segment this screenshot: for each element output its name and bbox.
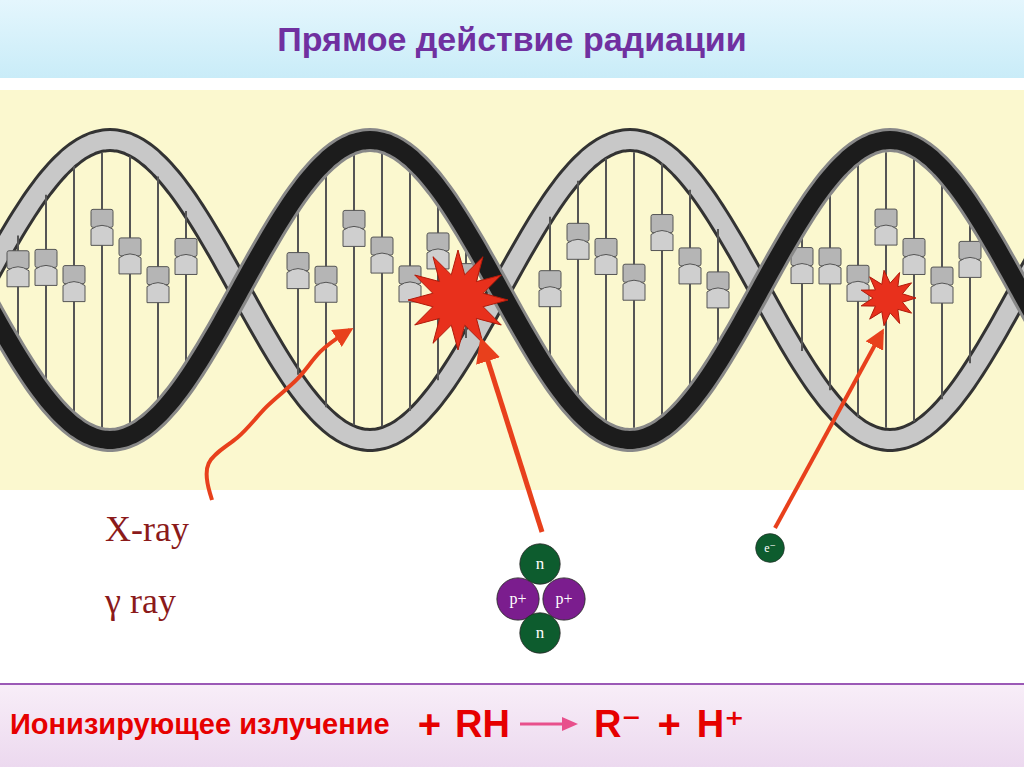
base-block — [63, 266, 85, 284]
slide-title: Прямое действие радиации — [0, 0, 1024, 78]
grey-strand — [0, 140, 1024, 440]
base-block — [903, 254, 925, 274]
base-block — [819, 248, 841, 266]
base-block — [595, 238, 617, 256]
base-block — [7, 251, 29, 269]
nucleon-symbol: n — [536, 554, 545, 574]
radiation-label: X-ray — [105, 508, 189, 550]
base-block — [707, 288, 729, 308]
formula-part: + — [657, 702, 680, 747]
base-block — [539, 287, 561, 307]
alpha-arrow — [482, 342, 542, 532]
formula-part: + — [418, 702, 441, 747]
base-block — [567, 239, 589, 259]
xray-arrow — [206, 330, 350, 500]
base-block — [119, 254, 141, 274]
base-pair-line — [605, 158, 607, 421]
base-block — [903, 238, 925, 256]
damage-burst — [861, 270, 916, 325]
base-block — [623, 280, 645, 300]
base-pair-line — [689, 190, 691, 391]
nucleon-symbol: n — [536, 623, 545, 643]
base-block — [959, 241, 981, 259]
base-pair-line — [353, 155, 355, 425]
base-pair-line — [969, 217, 971, 363]
base-block — [847, 265, 869, 283]
base-pair-line — [129, 156, 131, 423]
damage-burst — [408, 250, 508, 350]
base-block — [91, 209, 113, 227]
black-strand — [0, 140, 1024, 440]
base-block — [595, 254, 617, 274]
electron-arrow — [775, 332, 882, 528]
base-pair-line — [913, 158, 915, 421]
base-block — [427, 233, 449, 251]
base-block — [343, 226, 365, 246]
base-block — [875, 209, 897, 227]
radiation-label: γ ray — [105, 580, 176, 622]
base-pair-line — [101, 153, 103, 428]
nucleon-circle: n — [519, 543, 561, 585]
base-block — [371, 237, 393, 255]
nucleon-symbol: p+ — [509, 590, 526, 608]
base-block — [679, 264, 701, 284]
base-block — [7, 267, 29, 287]
base-block — [343, 210, 365, 228]
base-pair-line — [661, 163, 663, 417]
base-block — [567, 223, 589, 241]
band-border — [0, 683, 1024, 685]
base-block — [707, 272, 729, 290]
formula-part: H⁺ — [697, 702, 745, 746]
base-pair-line — [829, 190, 831, 391]
electron-circle: e⁻ — [755, 533, 785, 563]
base-block — [63, 282, 85, 302]
base-block — [651, 215, 673, 233]
base-block — [399, 266, 421, 284]
base-block — [315, 282, 337, 302]
base-block — [651, 231, 673, 251]
base-block — [931, 283, 953, 303]
base-block — [539, 271, 561, 289]
base-pair-line — [381, 154, 383, 427]
base-pair-line — [297, 205, 299, 374]
base-pair-line — [45, 195, 47, 386]
base-block — [175, 254, 197, 274]
base-block — [147, 267, 169, 285]
base-block — [791, 264, 813, 284]
base-block — [959, 257, 981, 277]
base-block — [287, 253, 309, 271]
nucleon-circle: n — [519, 612, 561, 654]
dna-helix — [0, 140, 1024, 440]
base-pair-line — [577, 181, 579, 400]
base-block — [931, 267, 953, 285]
formula-band — [0, 683, 1024, 767]
base-block — [35, 249, 57, 267]
nucleon-symbol: p+ — [555, 590, 572, 608]
base-block — [315, 266, 337, 284]
base-pair-line — [185, 211, 187, 369]
formula-part: RH — [455, 703, 510, 746]
strand-outline — [0, 140, 1024, 440]
strand-outline — [0, 140, 1024, 440]
base-block — [875, 225, 897, 245]
title-band — [0, 0, 1024, 78]
particle-symbol: e⁻ — [764, 541, 776, 556]
formula-part: R⁻ — [594, 702, 642, 746]
base-block — [287, 269, 309, 289]
base-block — [91, 225, 113, 245]
base-block — [119, 238, 141, 256]
base-block — [623, 264, 645, 282]
base-block — [679, 248, 701, 266]
base-block — [371, 253, 393, 273]
base-block — [147, 283, 169, 303]
base-block — [175, 238, 197, 256]
base-block — [819, 264, 841, 284]
formula-part: Ионизирующее излучение — [10, 708, 390, 741]
reaction-arrow — [518, 714, 580, 734]
base-block — [35, 265, 57, 285]
